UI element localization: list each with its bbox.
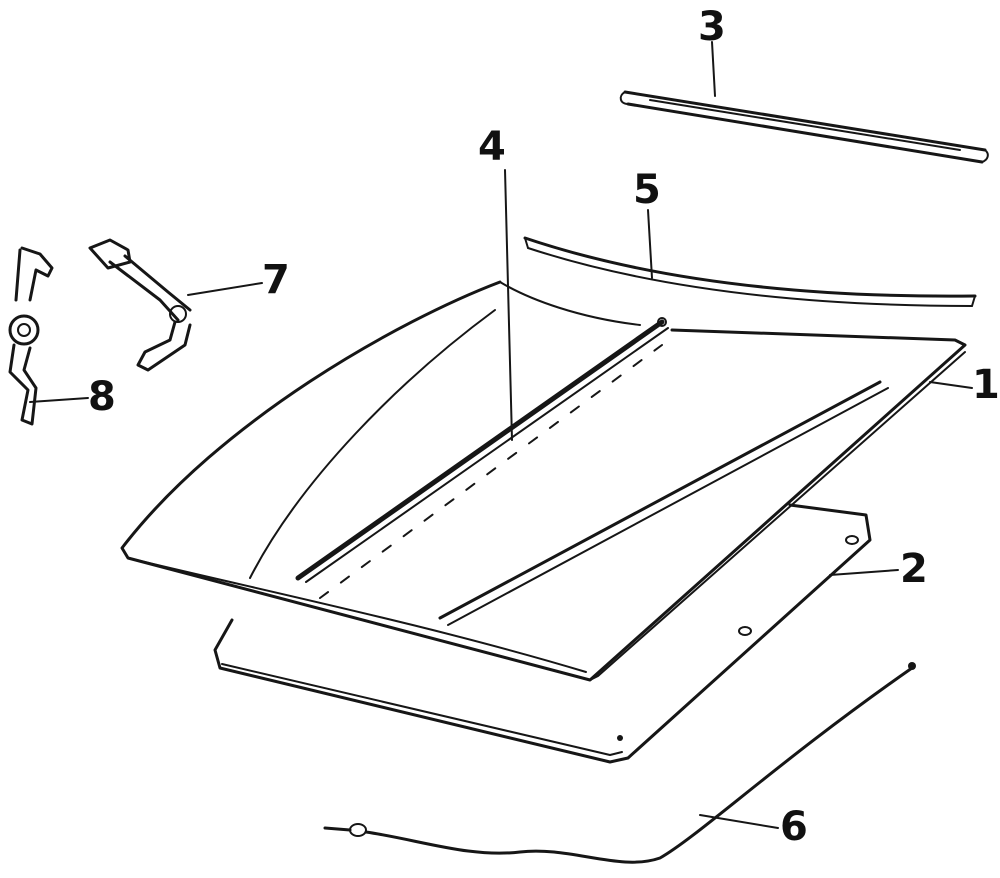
callout-8: 8 <box>88 374 116 420</box>
callout-4: 4 <box>478 124 506 170</box>
callout-3: 3 <box>698 4 726 50</box>
callout-1: 1 <box>972 362 1000 408</box>
part-7-hood-hinge <box>88 238 192 372</box>
part-3-weatherstrip <box>619 90 989 164</box>
leader-lines <box>29 41 973 829</box>
callout-labels: 3 4 5 7 8 1 2 6 <box>88 4 1000 850</box>
callout-2: 2 <box>900 546 928 592</box>
part-4-hood-molding <box>295 317 669 599</box>
part-2-insulator-pad <box>213 503 872 764</box>
part-8-hood-latch <box>8 246 54 426</box>
callout-7: 7 <box>262 257 290 303</box>
part-6-release-cable <box>323 662 916 864</box>
part-1-hood-panel <box>120 280 967 682</box>
callout-5: 5 <box>633 167 661 213</box>
part-5-seal-strip <box>523 236 977 307</box>
callout-6: 6 <box>780 804 808 850</box>
